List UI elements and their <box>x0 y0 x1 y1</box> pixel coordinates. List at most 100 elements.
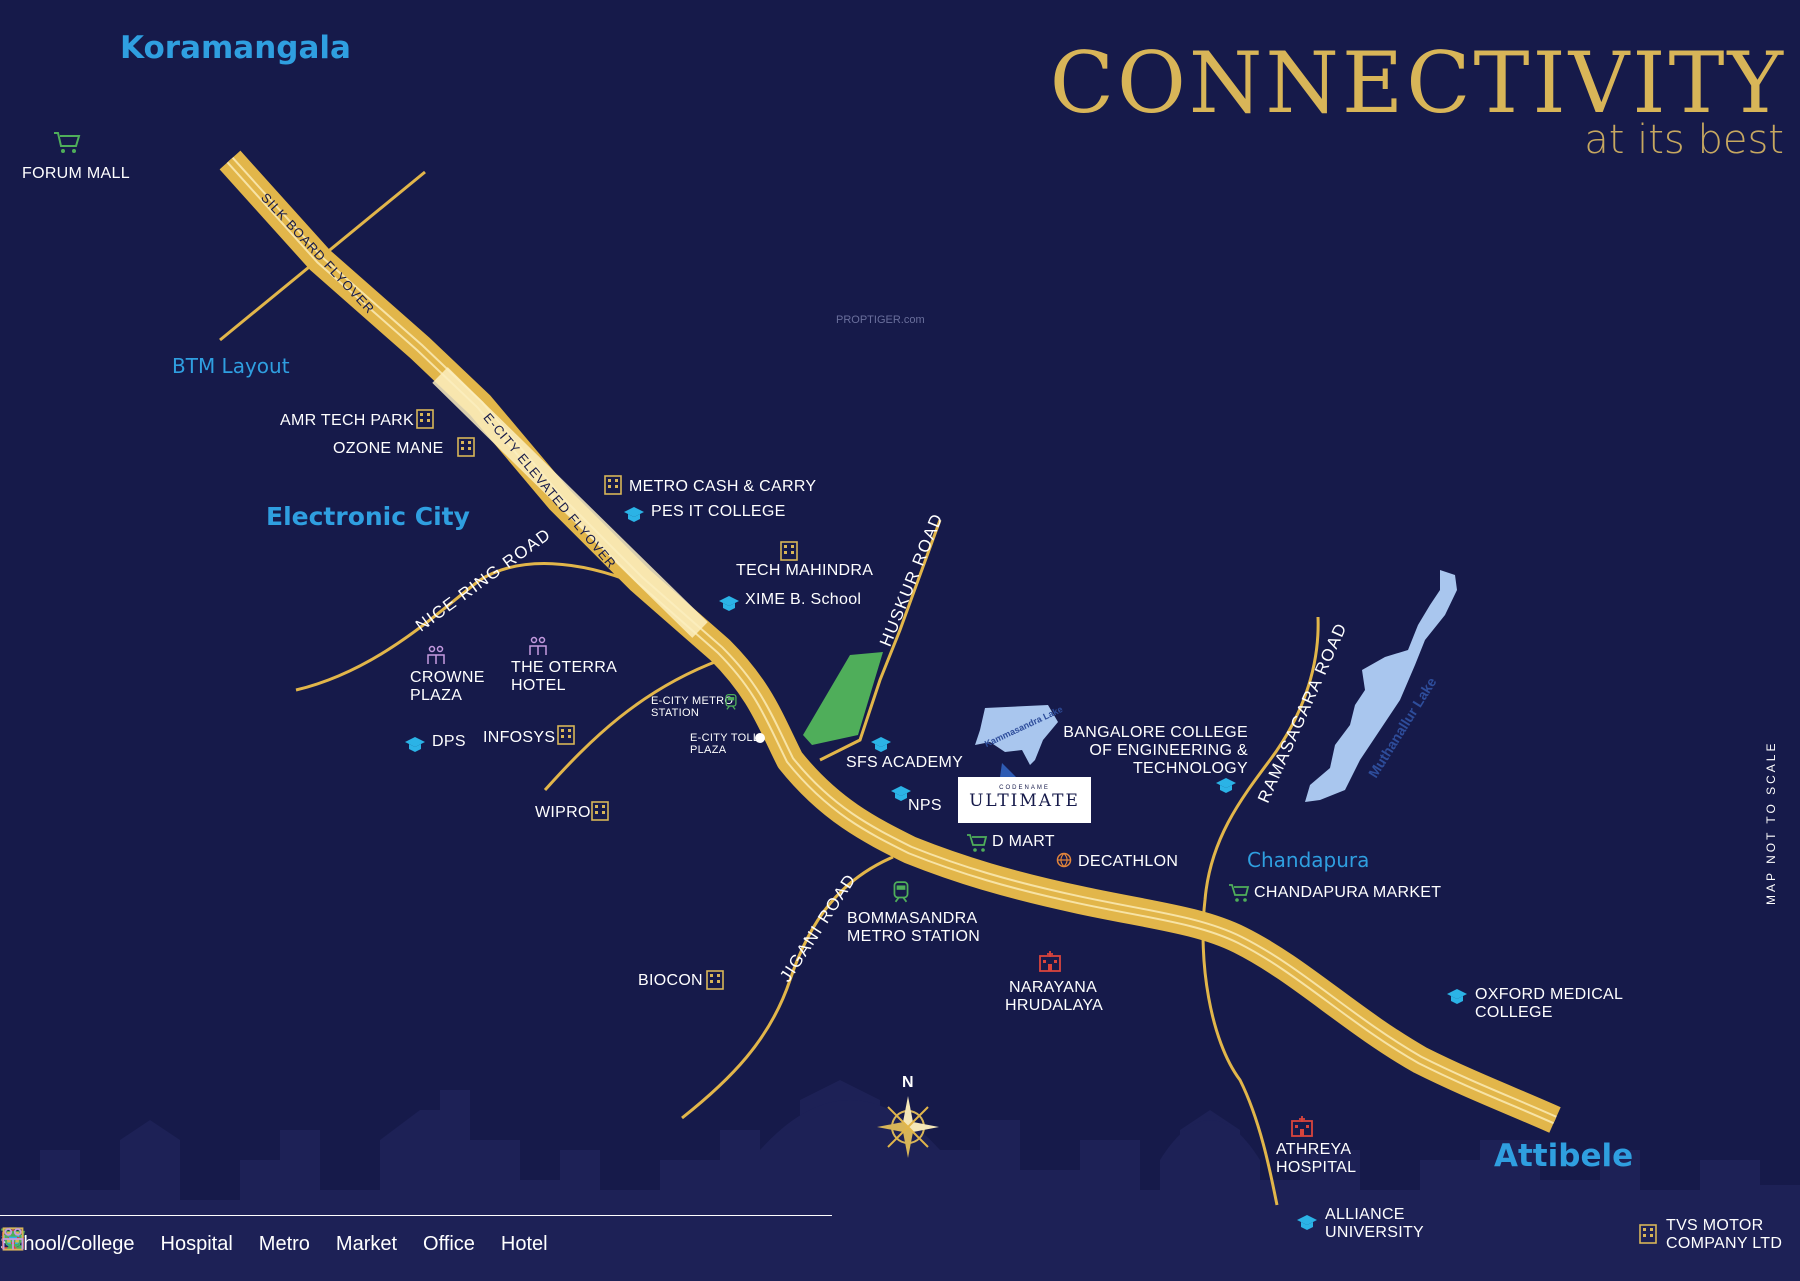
landmark-wipro: WIPRO <box>535 804 591 821</box>
landmark-ecity-toll-line2: PLAZA <box>690 744 727 756</box>
landmark-oxford-line1: OXFORD MEDICAL <box>1475 986 1624 1003</box>
landmark-narayana-line1: NARAYANA <box>1009 979 1098 996</box>
office-icon <box>416 409 434 429</box>
landmark-ecity-metro-line2: STATION <box>651 707 700 719</box>
landmark-tvs-line1: TVS MOTOR <box>1666 1217 1764 1234</box>
landmark-d-mart: D MART <box>992 833 1055 850</box>
school-icon <box>1447 989 1467 1004</box>
landmark-tech-mahindra: TECH MAHINDRA <box>736 562 874 579</box>
green-park-area <box>803 652 883 745</box>
project-pointer <box>1000 763 1016 777</box>
hotel-icon <box>2 1228 24 1250</box>
hospital-icon <box>1039 951 1061 972</box>
metro-icon <box>725 693 737 710</box>
legend-hospital: Hospital <box>2 1228 233 1256</box>
legend-hotel: Hotel <box>2 1228 548 1256</box>
compass-north-label: N <box>902 1074 914 1091</box>
scale-note: MAP NOT TO SCALE <box>1764 740 1778 905</box>
legend-market: Market <box>1 1228 398 1256</box>
school-icon <box>1297 1215 1317 1230</box>
landmark-athreya-line2: HOSPITAL <box>1276 1159 1357 1176</box>
office-icon <box>604 475 622 495</box>
project-name: ULTIMATE <box>969 791 1080 811</box>
landmark-chandapura-market: CHANDAPURA MARKET <box>1254 884 1442 901</box>
landmark-athreya-line1: ATHREYA <box>1276 1141 1352 1158</box>
landmark-nps: NPS <box>908 797 942 814</box>
office-icon <box>457 437 475 457</box>
metro-line-road <box>543 658 721 792</box>
area-electronic-city: Electronic City <box>266 502 470 531</box>
landmark-ecity-metro-line1: E-CITY METRO <box>651 695 734 707</box>
area-attibele: Attibele <box>1494 1138 1634 1174</box>
project-marker[interactable]: CODENAME ULTIMATE <box>958 777 1091 823</box>
landmark-ecity-toll-line1: E-CITY TOLL <box>690 732 760 744</box>
landmark-crowne-plaza-line1: CROWNE <box>410 669 485 686</box>
compass-rose-icon <box>877 1096 939 1158</box>
landmark-infosys: INFOSYS <box>483 729 556 746</box>
school-icon <box>405 737 425 752</box>
landmark-dps: DPS <box>432 733 466 750</box>
office-icon <box>780 541 798 561</box>
map-legend: School/College Hospital Metro Market Off… <box>0 1226 574 1262</box>
area-btm-layout: BTM Layout <box>172 354 290 378</box>
hotel-icon <box>529 636 547 655</box>
landmark-tvs-line2: COMPANY LTD <box>1666 1235 1783 1252</box>
market-icon <box>1229 884 1250 902</box>
landmark-ozone-mane: OZONE MANE <box>333 440 444 457</box>
landmark-amr-tech-park: AMR TECH PARK <box>280 412 414 429</box>
metro-icon <box>893 881 909 903</box>
muthanallur-lake-shape <box>1305 570 1457 802</box>
page-subtitle: at its best <box>1584 117 1784 163</box>
school-icon <box>1216 778 1236 793</box>
huskur-road <box>819 519 942 762</box>
landmark-bangalore-college-line3: TECHNOLOGY <box>1132 760 1248 777</box>
landmark-forum-mall: FORUM MALL <box>22 165 130 182</box>
office-icon <box>706 970 724 990</box>
landmark-bangalore-college-line2: OF ENGINEERING & <box>1089 742 1248 759</box>
landmark-metro-cash-carry: METRO CASH & CARRY <box>629 478 817 495</box>
landmark-sfs-academy: SFS ACADEMY <box>846 754 964 771</box>
legend-school-label: School/College <box>0 1232 135 1255</box>
landmark-oterra-line1: THE OTERRA <box>511 659 618 676</box>
area-koramangala: Koramangala <box>120 30 351 66</box>
legend-hospital-label: Hospital <box>160 1232 233 1255</box>
landmark-decathlon: DECATHLON <box>1078 853 1179 870</box>
landmark-oxford-line2: COLLEGE <box>1475 1004 1553 1021</box>
area-chandapura: Chandapura <box>1247 848 1370 872</box>
legend-hotel-label: Hotel <box>500 1232 548 1255</box>
hospital-icon <box>1291 1116 1313 1137</box>
school-icon <box>871 737 891 752</box>
nice-ring-road <box>295 562 641 692</box>
ramasagara-road <box>1201 616 1320 1206</box>
jigani-road <box>681 855 894 1120</box>
market-icon <box>967 834 988 852</box>
landmark-biocon: BIOCON <box>638 972 703 989</box>
city-skyline-silhouette <box>0 1080 1800 1281</box>
legend-office-label: Office <box>423 1232 475 1255</box>
office-icon <box>591 801 609 821</box>
school-icon <box>891 786 911 801</box>
legend-market-label: Market <box>335 1232 398 1255</box>
landmark-bommasandra-line2: METRO STATION <box>847 928 981 945</box>
school-icon <box>719 596 739 611</box>
office-icon <box>1639 1224 1657 1244</box>
kammasandra-lake-shape <box>975 705 1058 765</box>
landmark-crowne-plaza-line2: PLAZA <box>410 687 463 704</box>
market-icon <box>54 132 81 153</box>
toll-plaza-dot <box>755 733 765 743</box>
landmark-bommasandra-line1: BOMMASANDRA <box>847 910 978 927</box>
watermark: PROPTIGER.com <box>836 314 925 326</box>
main-highway <box>219 150 1561 1133</box>
landmark-alliance-line1: ALLIANCE <box>1325 1206 1405 1223</box>
legend-metro-label: Metro <box>258 1232 310 1255</box>
hotel-icon <box>427 645 445 664</box>
sports-ball-icon <box>1056 852 1072 868</box>
legend-divider <box>0 1215 832 1216</box>
page-title: CONNECTIVITY <box>1049 34 1786 132</box>
project-prefix: CODENAME <box>999 785 1050 791</box>
landmark-narayana-line2: HRUDALAYA <box>1005 997 1104 1014</box>
legend-metro: Metro <box>4 1227 310 1256</box>
landmark-alliance-line2: UNIVERSITY <box>1325 1224 1425 1241</box>
